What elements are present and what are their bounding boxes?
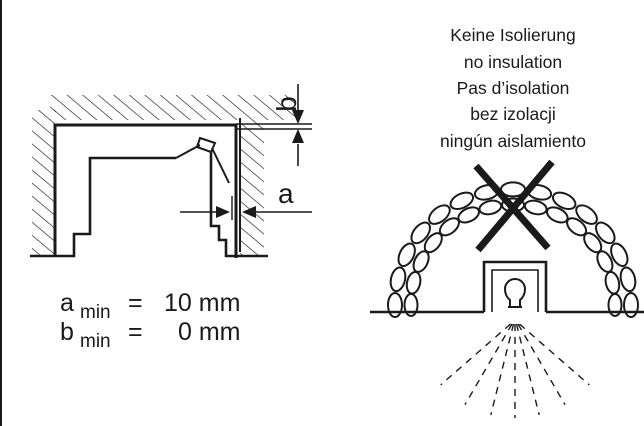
spring-clip-leg [211, 147, 230, 184]
lamp-housing-inner [491, 269, 539, 312]
coil-loop [387, 292, 403, 318]
note-polish: bez izolacji [470, 104, 556, 124]
note-french: Pas d’isolation [457, 78, 570, 98]
insulation-notes: Keine Isolierung no insulation Pas d’iso… [440, 25, 586, 151]
fixture-right-profile [209, 148, 268, 258]
coil-loop [619, 266, 637, 293]
coil-loop [478, 199, 503, 216]
coil-loop [397, 242, 416, 268]
fixture-profile [30, 156, 176, 258]
dim-b-arrow-top [292, 110, 304, 124]
a-min-equals: = [128, 289, 143, 317]
dim-a-arrow-left [216, 206, 230, 218]
note-english: no insulation [464, 52, 562, 72]
b-min-value: 0 mm [178, 318, 241, 346]
a-min-symbol: a [60, 289, 74, 317]
dim-b-label: b [271, 96, 302, 112]
coil-loop [610, 242, 629, 268]
a-min-subscript: min [80, 302, 111, 323]
dim-b-arrow-bottom [292, 129, 304, 143]
coil-loop [607, 293, 623, 317]
spring-clip-arm [175, 144, 201, 159]
light-ray [519, 323, 590, 386]
cross-out-stroke-2 [475, 159, 555, 253]
coil-loop [428, 204, 451, 225]
coil-loop [449, 191, 475, 210]
dim-a-label: a [278, 178, 294, 209]
coil-loop [623, 292, 639, 318]
bulb-icon [503, 278, 527, 308]
coil-loop [410, 221, 431, 245]
a-min-value: 10 mm [164, 289, 240, 317]
light-ray [440, 323, 511, 386]
ceiling-hatch [50, 95, 295, 120]
note-spanish: ningún aislamiento [440, 131, 586, 151]
light-ray [517, 323, 566, 405]
b-min-equals: = [128, 318, 143, 346]
light-ray [464, 323, 513, 405]
light-ray [490, 323, 515, 416]
insulation-coil-arch [387, 181, 639, 318]
left-wall-hatch [32, 110, 56, 255]
coil-loop [523, 199, 548, 216]
spring-clip [195, 136, 217, 154]
insulation-diagram [370, 159, 644, 418]
note-german: Keine Isolierung [450, 25, 576, 45]
clearance-diagram: b a [30, 84, 312, 258]
light-ray [515, 323, 540, 416]
b-min-subscript: min [80, 331, 111, 352]
min-values: a min = 10 mm b min = 0 mm [60, 289, 241, 352]
housing-outline [53, 123, 238, 258]
dim-a-arrow-right [242, 206, 256, 218]
coil-loop [575, 204, 598, 225]
b-min-symbol: b [60, 318, 74, 346]
coil-loop [595, 221, 616, 245]
light-rays [440, 323, 590, 418]
coil-loop [551, 191, 577, 210]
coil-loop [405, 270, 422, 295]
coil-loop [604, 270, 621, 295]
right-wall-hatch [240, 120, 264, 255]
coil-loop [389, 266, 407, 293]
